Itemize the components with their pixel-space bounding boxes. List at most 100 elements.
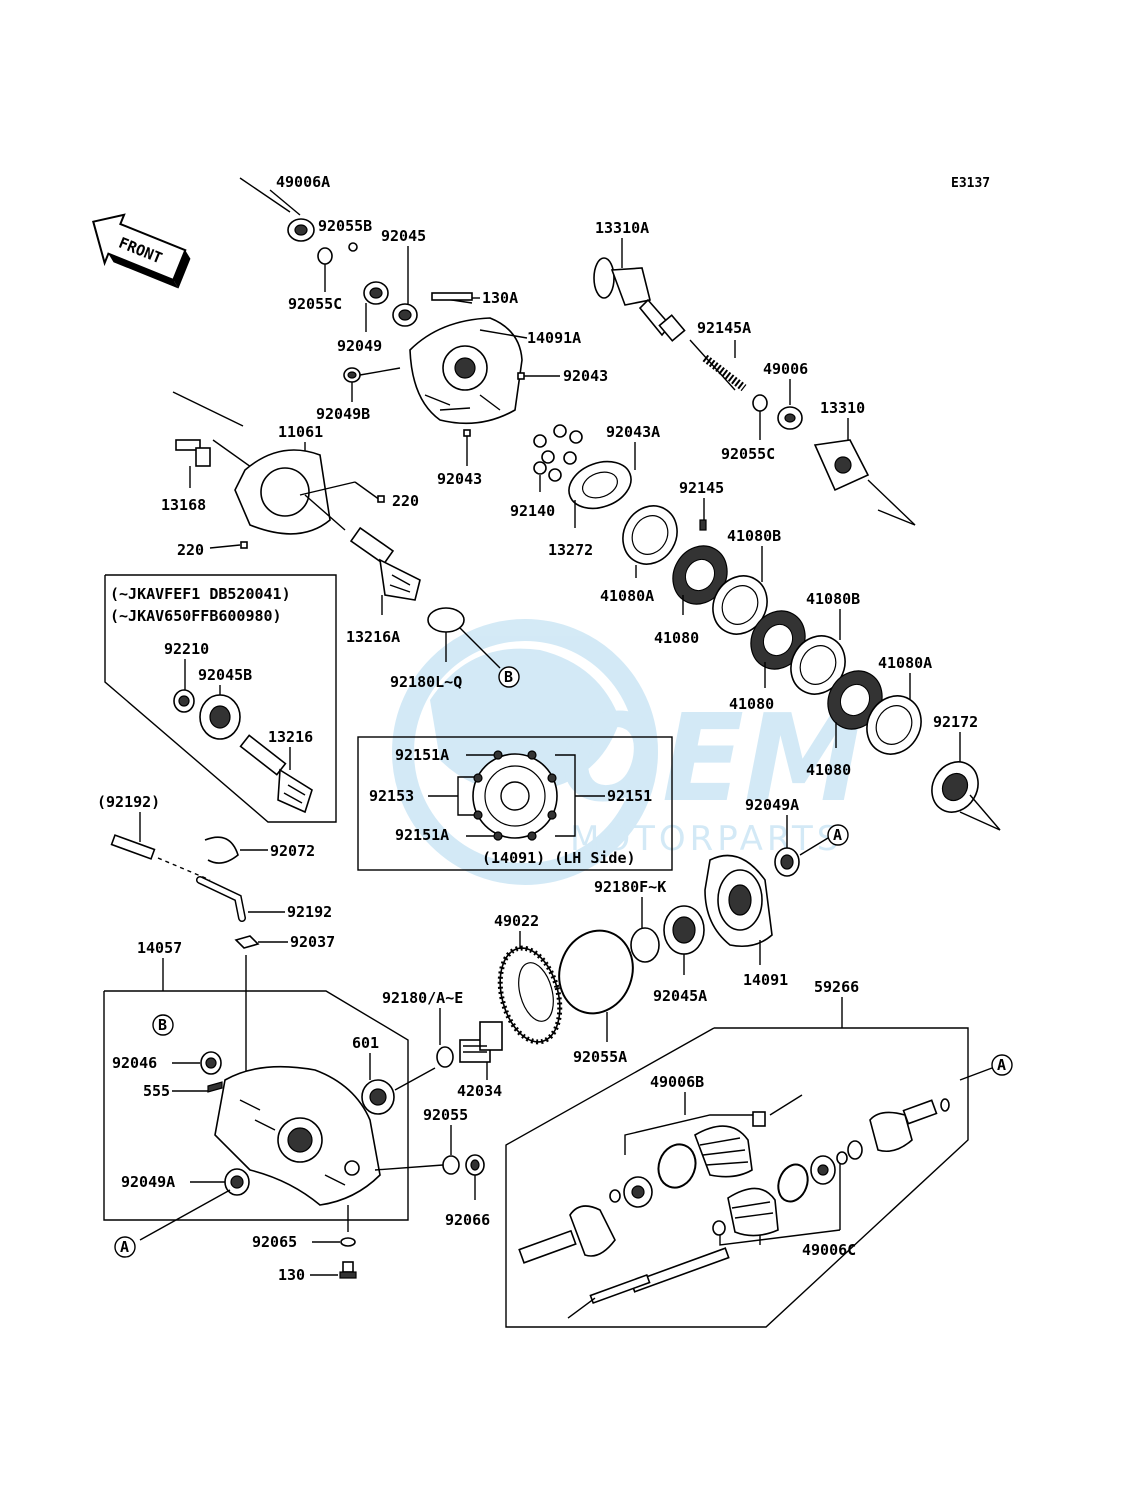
label-92140: 92140 <box>510 502 555 520</box>
label-92151A-top: 92151A <box>395 746 449 764</box>
part-13310 <box>813 439 870 492</box>
label-92153: 92153 <box>369 787 414 805</box>
label-49006A: 49006A <box>276 173 330 191</box>
label-13168: 13168 <box>161 496 206 514</box>
part-13310A <box>593 257 686 342</box>
part-band-mid <box>777 1163 809 1203</box>
part-13272 <box>568 460 632 510</box>
label-130: 130 <box>278 1266 305 1284</box>
label-14057: 14057 <box>137 939 182 957</box>
label-92055: 92055 <box>423 1106 468 1124</box>
part-41080B-b <box>790 635 846 695</box>
label-13272: 13272 <box>548 541 593 559</box>
label-11061: 11061 <box>278 423 323 441</box>
label-49006B: 49006B <box>650 1073 704 1091</box>
part-92192-old <box>110 834 156 860</box>
part-92172 <box>931 761 979 813</box>
part-92055C-top <box>317 247 333 265</box>
part-92140 <box>533 424 583 482</box>
part-92180FK <box>630 927 660 963</box>
label-41080A-b: 41080A <box>878 654 932 672</box>
part-41080A-b <box>866 695 922 755</box>
part-601 <box>361 1079 395 1115</box>
label-92043-b: 92043 <box>437 470 482 488</box>
part-92055 <box>442 1155 460 1175</box>
part-outer-joint <box>518 1205 616 1264</box>
label-220-b: 220 <box>177 541 204 559</box>
part-13216 <box>239 734 313 814</box>
part-49006A <box>287 218 315 242</box>
label-41080B-a: 41080B <box>727 527 781 545</box>
label-220-a: 220 <box>392 492 419 510</box>
lh-side-caption: (14091) (LH Side) <box>482 849 636 867</box>
ref-marker-a-shaft: A <box>991 1054 1013 1076</box>
part-circlip-c <box>847 1140 863 1160</box>
part-41080A-a <box>622 505 678 565</box>
label-92210: 92210 <box>164 640 209 658</box>
label-92049A-right: 92049A <box>745 796 799 814</box>
part-13216A <box>349 526 421 601</box>
part-circlip-b <box>836 1151 848 1165</box>
part-92145 <box>699 519 707 531</box>
label-49022: 49022 <box>494 912 539 930</box>
ref-marker-b-top-label: B <box>504 668 513 686</box>
label-92145: 92145 <box>679 479 724 497</box>
part-13168 <box>175 439 211 467</box>
label-92043A: 92043A <box>606 423 660 441</box>
part-92055C <box>752 394 768 412</box>
label-14091: 14091 <box>743 971 788 989</box>
part-92145A <box>702 354 747 392</box>
part-14091 <box>704 854 773 948</box>
part-92192 <box>196 876 246 922</box>
ref-marker-a-shaft-label: A <box>997 1056 1006 1074</box>
label-41080-c: 41080 <box>806 761 851 779</box>
label-13310: 13310 <box>820 399 865 417</box>
part-220-b <box>240 541 248 549</box>
label-92192-paren: (92192) <box>97 793 160 811</box>
part-small-band <box>752 1111 766 1127</box>
label-92045B: 92045B <box>198 666 252 684</box>
part-14091-lh <box>472 750 558 841</box>
lh-side-box: 92151A 92153 92151 92151A (14091) (LH Si… <box>357 736 673 871</box>
part-130 <box>339 1261 357 1279</box>
ref-marker-b-mid: B <box>152 1014 174 1036</box>
label-130A: 130A <box>482 289 518 307</box>
label-92045: 92045 <box>381 227 426 245</box>
part-boot-inner <box>727 1187 779 1237</box>
label-92049: 92049 <box>337 337 382 355</box>
label-555: 555 <box>143 1082 170 1100</box>
part-92045B <box>199 694 241 740</box>
part-41080-b <box>750 610 806 670</box>
label-41080-b: 41080 <box>729 695 774 713</box>
label-92066: 92066 <box>445 1211 490 1229</box>
label-92049A-left: 92049A <box>121 1173 175 1191</box>
ref-marker-a-right: A <box>827 824 849 846</box>
inset-box-line2: (~JKAV650FFB600980) <box>110 607 282 625</box>
label-92065: 92065 <box>252 1233 297 1251</box>
ref-marker-b-mid-label: B <box>158 1016 167 1034</box>
label-92145A: 92145A <box>697 319 751 337</box>
label-92172: 92172 <box>933 713 978 731</box>
part-shaft <box>589 1247 730 1305</box>
label-92072: 92072 <box>270 842 315 860</box>
part-92043-b <box>463 429 471 437</box>
ref-marker-a-left: A <box>114 1236 136 1258</box>
part-41080B-a <box>712 575 768 635</box>
part-boot-outer <box>694 1125 753 1178</box>
part-inner-joint <box>869 1099 938 1153</box>
label-59266: 59266 <box>814 978 859 996</box>
label-41080A-a: 41080A <box>600 587 654 605</box>
part-small-band-2 <box>712 1220 726 1236</box>
label-14091A: 14091A <box>527 329 581 347</box>
part-92066 <box>465 1154 485 1176</box>
part-555 <box>207 1081 223 1093</box>
part-92055B <box>348 242 358 252</box>
diagram-code: E3137 <box>951 176 990 191</box>
inset-box: (~JKAVFEF1 DB520041) (~JKAV650FFB600980)… <box>104 574 337 823</box>
part-14057 <box>214 1065 381 1206</box>
part-49022 <box>497 945 563 1045</box>
label-13310A: 13310A <box>595 219 649 237</box>
label-92151: 92151 <box>607 787 652 805</box>
part-92037 <box>234 935 260 949</box>
part-92045A <box>663 905 705 955</box>
